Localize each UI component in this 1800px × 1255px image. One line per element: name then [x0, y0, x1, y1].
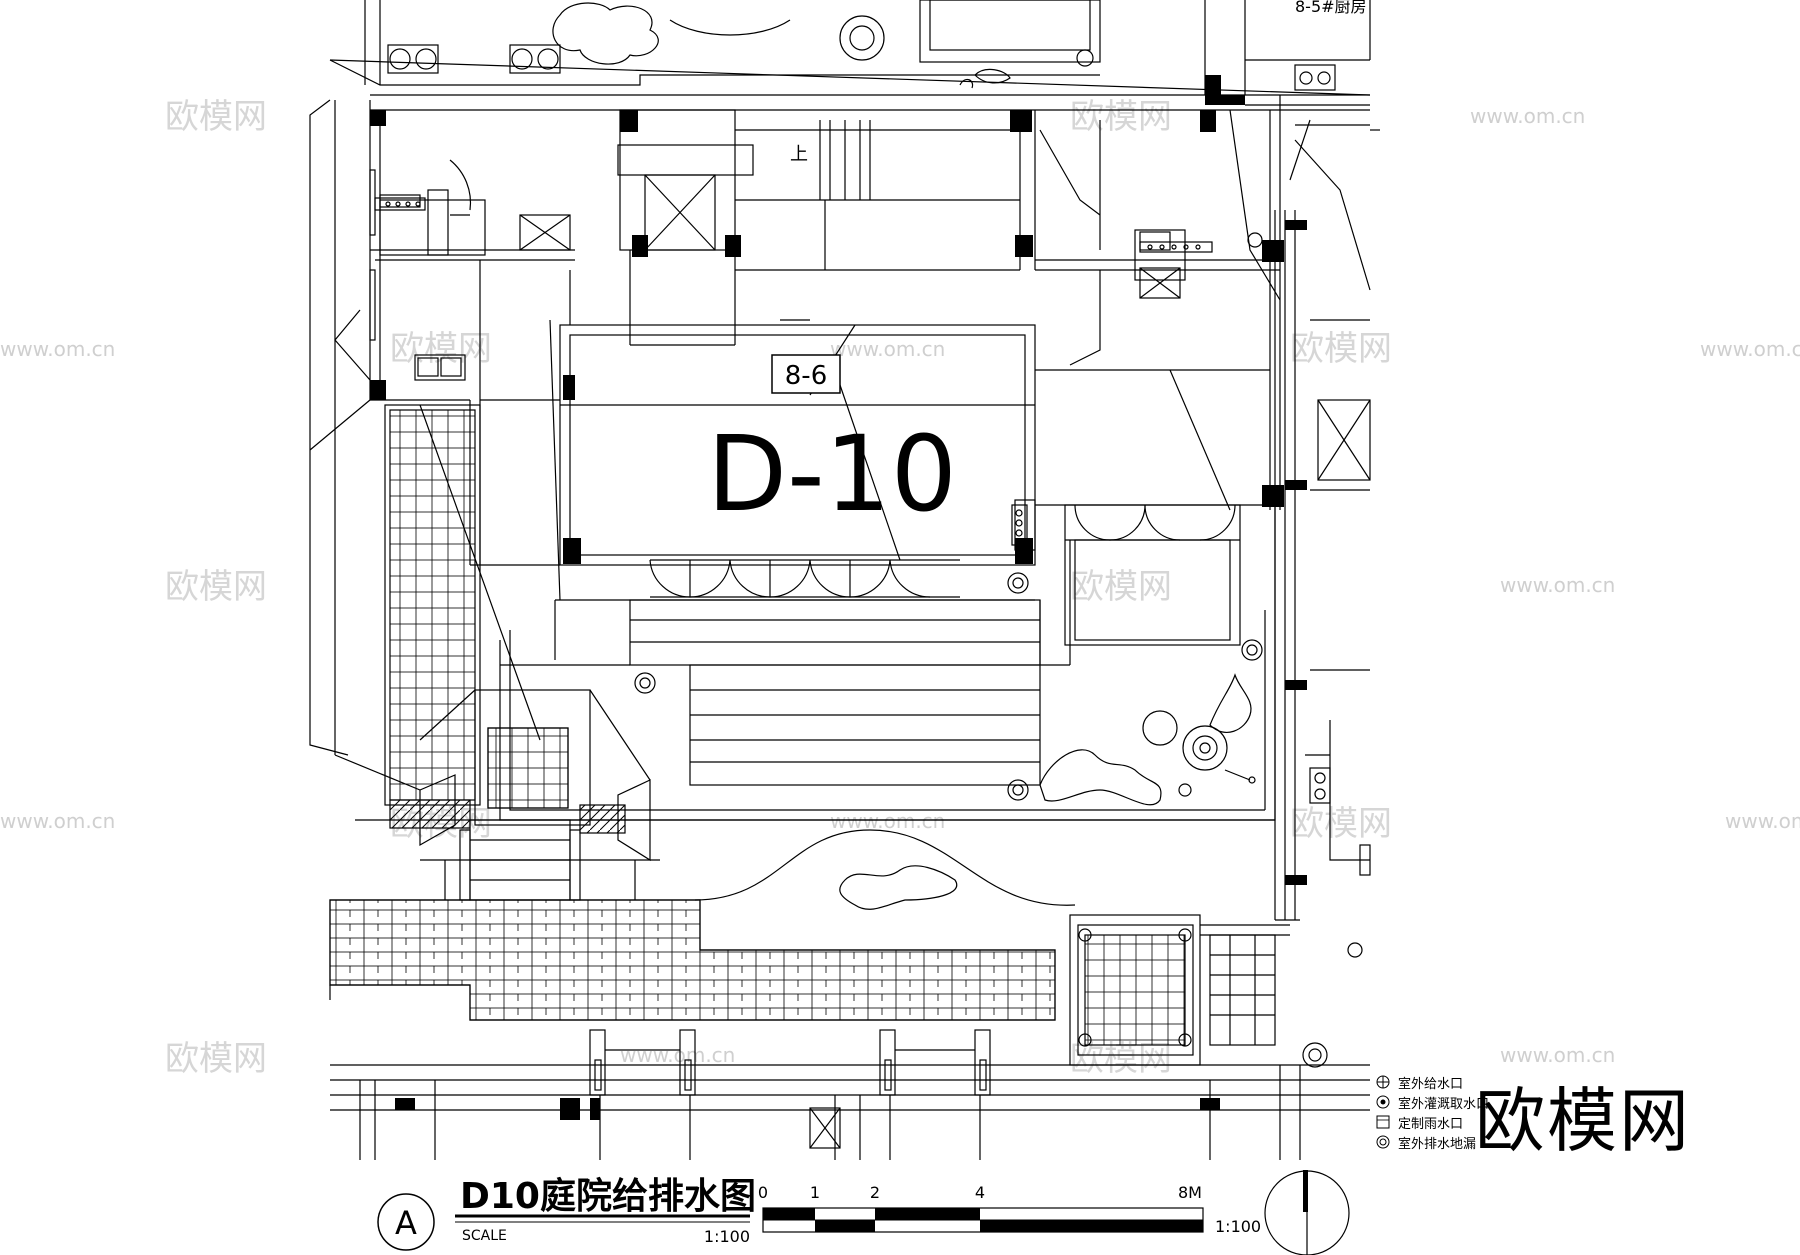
rain-grate-icon	[1178, 1033, 1192, 1047]
watermark-domain: www.om.cn	[1700, 337, 1800, 361]
scale-ratio: 1:100	[704, 1227, 750, 1246]
supply-valve-icon	[1347, 942, 1363, 958]
corner-brand-watermark: 欧模网	[1475, 1080, 1691, 1162]
floor-drain-icon	[1007, 779, 1029, 801]
scale-tick-label: 4	[975, 1183, 985, 1202]
burner-icon	[1314, 788, 1326, 800]
legend-item: 定制雨水口	[1376, 1115, 1463, 1132]
watermark-brand: 欧模网	[165, 97, 267, 137]
scale-bar: 0 1 2 4 8M 1:100	[758, 1183, 1261, 1236]
legend-item: 室外灌溉取水口	[1376, 1095, 1489, 1112]
scale-segment	[980, 1220, 1203, 1232]
scale-segment	[875, 1208, 980, 1220]
hob-icon	[509, 44, 561, 74]
structural-columns	[370, 75, 1307, 1120]
unit-code: D-10	[707, 413, 957, 535]
floor-drain-icon	[1007, 572, 1029, 594]
burner-icon	[511, 48, 533, 70]
watermark-domain: www.om.cn	[1500, 573, 1615, 597]
tree-icon	[1182, 725, 1228, 771]
watermark-domain: www.om.cn	[830, 337, 945, 361]
corner-room-label: 8-5#厨房	[1295, 0, 1367, 16]
legend-item: 室外给水口	[1376, 1075, 1463, 1092]
watermark-domain: www.om.cn	[1500, 1043, 1615, 1067]
burner-icon	[537, 48, 559, 70]
title-block: A D10庭院给排水图 SCALE 1:100	[377, 1176, 756, 1251]
rain-grate-icon	[1376, 1115, 1390, 1129]
scale-tick-label: 2	[870, 1183, 880, 1202]
floor-drain-icon	[634, 672, 656, 694]
scale-segment	[763, 1208, 815, 1220]
rain-grate-icon	[1078, 928, 1092, 942]
watermark-domain: www.om.cn	[830, 809, 945, 833]
watermark-brand: 欧模网	[165, 567, 267, 607]
watermark-brand: 欧模网	[1070, 97, 1172, 137]
watermark-brand: 欧模网	[1070, 567, 1172, 607]
burner-icon	[1317, 71, 1331, 85]
scale-bar-ratio: 1:100	[1215, 1217, 1261, 1236]
burner-icon	[389, 48, 411, 70]
watermark-brand: 欧模网	[1290, 804, 1392, 844]
tree-icon	[839, 15, 885, 61]
legend-label: 室外排水地漏	[1398, 1136, 1476, 1152]
watermark-brand: 欧模网	[1290, 329, 1392, 369]
supply-valve-icon	[1247, 232, 1263, 248]
room-tag-box	[771, 354, 841, 394]
section-letter: A	[395, 1204, 417, 1242]
rain-grate-icon	[1078, 1033, 1092, 1047]
burner-icon	[1314, 772, 1326, 784]
legend-label: 室外灌溉取水口	[1398, 1096, 1489, 1112]
door-swings	[649, 559, 960, 598]
floor-drain-icon	[1302, 1042, 1328, 1068]
hob-icon	[1309, 767, 1331, 804]
room-tag: 8-6	[785, 361, 827, 391]
burner-icon	[1299, 71, 1313, 85]
plan-labels: 8-5#厨房 上 8-6 D-10	[707, 0, 1367, 535]
scale-tick-label: 0	[758, 1183, 768, 1202]
scale-tick-label: 1	[810, 1183, 820, 1202]
irrigation-outlet-icon	[1376, 1095, 1390, 1109]
watermark-domain: www.om.cn	[620, 1043, 735, 1067]
tree-icon	[1142, 710, 1178, 746]
watermark-domain: www.om.cn	[1470, 104, 1585, 128]
watermark-domain: www.om.cn	[0, 809, 115, 833]
hob-icon	[1294, 64, 1336, 91]
scale-word: SCALE	[462, 1228, 507, 1244]
watermark-brand: 欧模网	[165, 1039, 267, 1079]
floor-drain-icon	[1376, 1135, 1390, 1149]
rockery-icon	[1039, 749, 1162, 806]
north-arrow	[1264, 1170, 1350, 1255]
watermark-domain: www.om.cn	[1725, 809, 1800, 833]
fixtures	[369, 2, 1363, 1068]
legend: 室外给水口 室外灌溉取水口 定制雨水口 室外排水地漏	[1376, 1075, 1489, 1152]
shrub-icon	[552, 2, 659, 65]
burner-icon	[415, 48, 437, 70]
legend-label: 室外给水口	[1398, 1076, 1463, 1092]
watermark-layer: 欧模网 欧模网 欧模网 欧模网 欧模网 欧模网 欧模网 欧模网 欧模网 欧模网 …	[0, 97, 1800, 1079]
legend-label: 定制雨水口	[1398, 1117, 1463, 1132]
hob-icon	[387, 44, 439, 74]
stair-up-mark: 上	[790, 144, 808, 165]
watermark-domain: www.om.cn	[0, 337, 115, 361]
scale-tick-label: 8M	[1178, 1183, 1202, 1202]
floor-drain-icon	[1241, 639, 1263, 661]
section-circle	[377, 1193, 435, 1251]
drawing-title: D10庭院给排水图	[460, 1176, 756, 1217]
plan-linework	[309, 0, 1380, 1160]
scale-segment	[815, 1220, 875, 1232]
legend-item: 室外排水地漏	[1376, 1135, 1476, 1152]
supply-valve-icon	[1076, 49, 1094, 67]
rain-grate-icon	[1178, 928, 1192, 942]
